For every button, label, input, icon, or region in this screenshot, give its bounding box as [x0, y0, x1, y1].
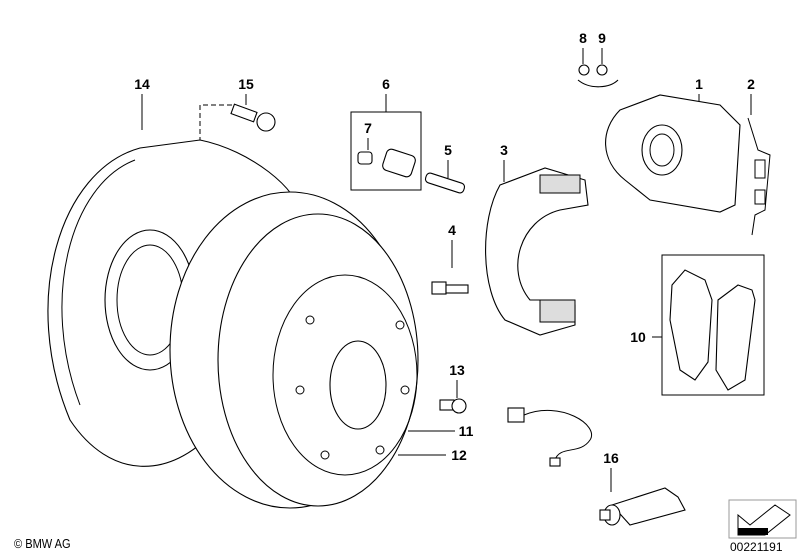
- callout-13[interactable]: 13: [449, 362, 465, 378]
- spring-clip-part: [747, 117, 771, 236]
- copyright-text: © BMW AG: [14, 536, 71, 551]
- callout-14[interactable]: 14: [134, 76, 150, 92]
- callout-5[interactable]: 5: [444, 142, 452, 158]
- caliper-carrier-part: [485, 167, 589, 336]
- brake-caliper-part: [605, 94, 741, 213]
- callout-16[interactable]: 16: [603, 450, 619, 466]
- group-box-6: [350, 111, 422, 191]
- bolt-4: [431, 281, 469, 295]
- brake-disc-part: [169, 191, 419, 509]
- callout-4[interactable]: 4: [448, 222, 456, 238]
- clip-part: [577, 64, 619, 88]
- callout-15[interactable]: 15: [238, 76, 254, 92]
- group-box-10: [661, 254, 765, 396]
- brake-pads-part: [669, 269, 756, 391]
- callout-6[interactable]: 6: [382, 76, 390, 92]
- callout-3[interactable]: 3: [500, 142, 508, 158]
- arrow-down-left-icon[interactable]: [728, 499, 797, 539]
- callout-9[interactable]: 9: [598, 30, 606, 46]
- callout-12[interactable]: 12: [451, 447, 467, 463]
- callout-8[interactable]: 8: [579, 30, 587, 46]
- grease-tube-part: [599, 487, 686, 526]
- leader-lines: [141, 48, 752, 492]
- callout-1[interactable]: 1: [695, 76, 703, 92]
- diagram-number: 00221191: [730, 540, 783, 554]
- guide-bolt-parts: [357, 148, 466, 194]
- callout-10[interactable]: 10: [630, 329, 646, 345]
- callout-11[interactable]: 11: [458, 423, 474, 439]
- bolt-15: [230, 103, 276, 132]
- screw-13: [439, 398, 467, 414]
- callout-2[interactable]: 2: [747, 76, 755, 92]
- wear-sensor-part: [507, 407, 593, 467]
- callout-7[interactable]: 7: [364, 120, 372, 136]
